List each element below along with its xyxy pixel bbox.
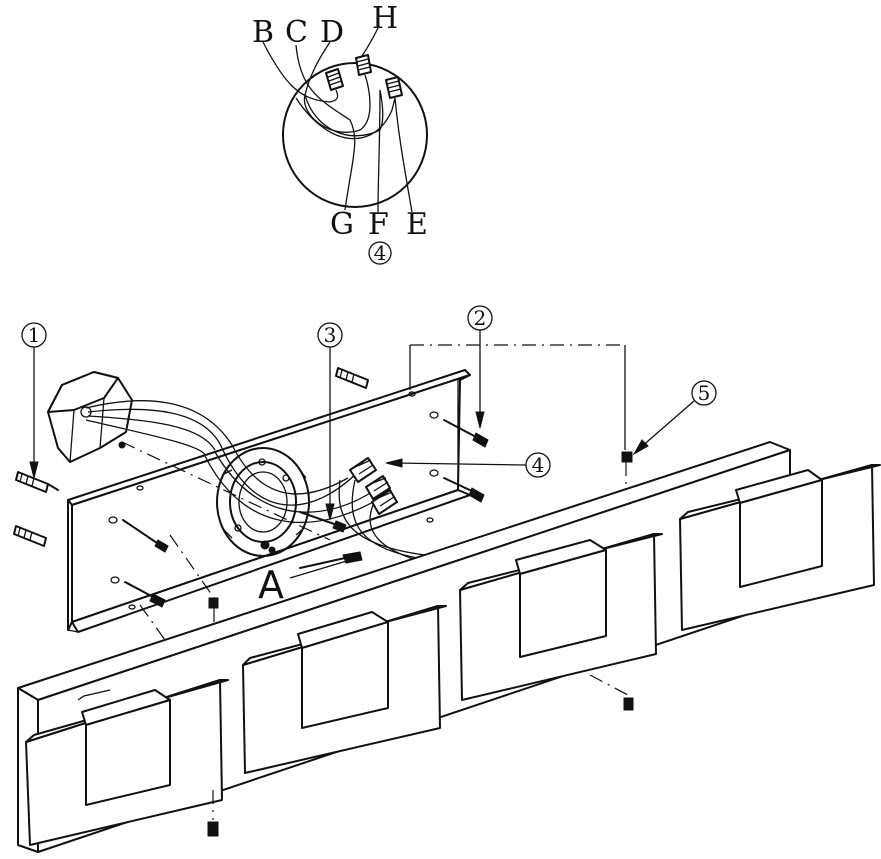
junction-box bbox=[47, 371, 233, 463]
callout-2: 2 bbox=[467, 305, 493, 429]
mounting-screw-right-lower bbox=[443, 477, 485, 503]
callout-3: 3 bbox=[317, 322, 343, 521]
wall-anchor-upper bbox=[15, 471, 59, 493]
callout-5: 5 bbox=[632, 380, 717, 456]
alignment-lines bbox=[121, 344, 629, 820]
detail-callout-4: 4 bbox=[374, 241, 387, 265]
wire-nut-left bbox=[325, 68, 344, 91]
svg-text:3: 3 bbox=[324, 323, 337, 347]
light-head-3 bbox=[459, 533, 663, 701]
svg-text:5: 5 bbox=[698, 381, 711, 405]
wall-anchor-top bbox=[335, 367, 369, 389]
wire-nut-plate-1 bbox=[349, 457, 377, 483]
label-g: G bbox=[330, 207, 354, 242]
label-h: H bbox=[372, 1, 398, 36]
threaded-rod bbox=[299, 511, 347, 533]
mounting-screw-left-lower bbox=[124, 581, 166, 608]
label-b: B bbox=[252, 15, 274, 50]
bar-set-screw-bottom bbox=[207, 821, 219, 837]
light-head-2 bbox=[242, 605, 447, 774]
light-head-4 bbox=[679, 464, 881, 631]
mounting-screw-left-upper bbox=[122, 519, 169, 553]
svg-text:2: 2 bbox=[474, 306, 487, 330]
label-f: F bbox=[368, 207, 389, 242]
label-d: D bbox=[320, 15, 344, 50]
label-e: E bbox=[406, 207, 428, 242]
wire-detail-circle: B C D H G F E 4 bbox=[252, 1, 428, 265]
fixture-wires bbox=[204, 444, 436, 566]
bar-set-screw-mid bbox=[623, 697, 634, 711]
crossbar-ring bbox=[216, 447, 310, 557]
svg-text:1: 1 bbox=[28, 323, 41, 347]
callout-4: 4 bbox=[385, 452, 551, 478]
mounting-screw-right-upper bbox=[443, 419, 489, 448]
svg-text:A: A bbox=[258, 563, 284, 607]
wire-nut-plate-3 bbox=[371, 489, 398, 515]
wire-nut-plate-2 bbox=[365, 475, 391, 500]
light-head-1 bbox=[25, 679, 229, 846]
svg-text:4: 4 bbox=[532, 453, 545, 477]
callout-a: A bbox=[258, 554, 362, 607]
wire-nut-middle bbox=[355, 54, 372, 76]
wire-nut-right bbox=[385, 76, 403, 99]
wall-anchor-lower bbox=[13, 525, 47, 547]
label-c: C bbox=[285, 15, 308, 50]
callout-1: 1 bbox=[21, 322, 47, 479]
